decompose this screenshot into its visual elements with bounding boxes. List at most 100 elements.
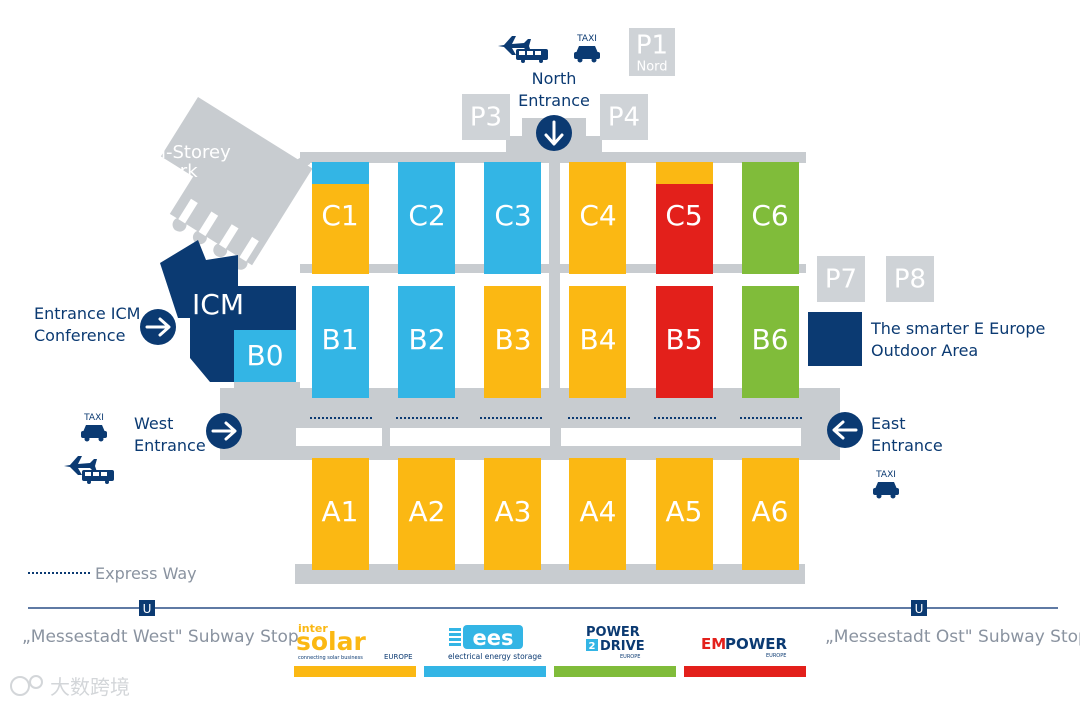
hall-c4-label: C4 <box>579 199 616 232</box>
hall-a4[interactable] <box>569 458 626 570</box>
hall-c6[interactable] <box>742 162 799 274</box>
hall-a3-label: A3 <box>495 495 532 528</box>
outdoor-label-line2: Outdoor Area <box>871 341 978 360</box>
subway-east-marker-label: U <box>915 602 924 616</box>
outdoor-area[interactable] <box>808 312 862 366</box>
hall-row-a <box>312 458 799 570</box>
west-entrance-arrow-icon[interactable] <box>206 413 242 449</box>
north-entrance-arrow-icon[interactable] <box>536 115 572 151</box>
power2drive-color-bar <box>554 666 676 677</box>
empower-logo-power: POWER <box>725 635 788 653</box>
plane-icon-west <box>64 456 97 475</box>
empower-logo-em: EM <box>701 635 726 653</box>
bus-icon <box>516 49 548 63</box>
express-way-legend-label: Express Way <box>95 564 197 583</box>
icm-building[interactable] <box>160 240 296 382</box>
taxi-label-east: TAXI <box>875 470 896 480</box>
east-entrance-arrow-icon[interactable] <box>827 412 863 448</box>
power2drive-logo-region: EUROPE <box>620 654 640 660</box>
car-park-label-line2: Car Park <box>122 161 198 182</box>
intersolar-logo-sub: connecting solar business <box>298 655 363 661</box>
hall-a3[interactable] <box>484 458 541 570</box>
hall-c1-label: C1 <box>321 199 358 232</box>
empower-logo-region: EUROPE <box>766 653 786 659</box>
hall-a2[interactable] <box>398 458 455 570</box>
hall-c6-label: C6 <box>751 199 788 232</box>
hall-b2-label: B2 <box>408 323 445 356</box>
plane-icon <box>498 36 531 55</box>
hall-a4-label: A4 <box>580 495 617 528</box>
ees-logo-main: ees <box>473 626 514 650</box>
hall-a2-label: A2 <box>409 495 446 528</box>
icm-entrance-line2: Conference <box>34 326 125 345</box>
taxi-icon-east: TAXI <box>873 470 899 499</box>
parking-p3-label: P3 <box>470 103 502 133</box>
parking-p8-label: P8 <box>894 265 926 295</box>
hall-b1-label: B1 <box>321 323 358 356</box>
north-entrance-line2: Entrance <box>518 91 590 110</box>
hall-b1[interactable] <box>312 286 369 398</box>
hall-b0-label: B0 <box>246 339 283 372</box>
hall-b0[interactable] <box>234 330 296 382</box>
taxi-label-west: TAXI <box>83 413 104 423</box>
hall-c3[interactable] <box>484 162 541 274</box>
walkways <box>220 118 840 584</box>
hall-b3-label: B3 <box>494 323 531 356</box>
hall-b6-label: B6 <box>751 323 788 356</box>
hall-a6-label: A6 <box>752 495 789 528</box>
north-entrance-line1: North <box>532 69 577 88</box>
hall-c5-label: C5 <box>665 199 702 232</box>
hall-b5-label: B5 <box>665 323 702 356</box>
parking-p7[interactable] <box>817 256 865 302</box>
power2drive-logo-line1: POWER <box>586 625 640 640</box>
east-entrance-line2: Entrance <box>871 436 943 455</box>
parking-p3[interactable] <box>462 94 510 140</box>
hall-c2-label: C2 <box>408 199 445 232</box>
power2drive-logo-line2: DRIVE <box>600 639 645 654</box>
subway-east-marker[interactable]: U <box>911 600 927 616</box>
taxi-icon-west: TAXI <box>81 413 107 442</box>
hall-a6[interactable] <box>742 458 799 570</box>
parking-p4-label: P4 <box>608 103 640 133</box>
subway-west-marker[interactable]: U <box>139 600 155 616</box>
subway-east-label: „Messestadt Ost" Subway Stop <box>825 627 1080 647</box>
outdoor-label-line1: The smarter E Europe <box>870 319 1045 338</box>
bus-icon-west <box>82 470 114 484</box>
hall-a5-label: A5 <box>666 495 703 528</box>
west-entrance-line2: Entrance <box>134 436 206 455</box>
ees-logo-sub: electrical energy storage <box>448 652 542 661</box>
hall-b2[interactable] <box>398 286 455 398</box>
hall-b6[interactable] <box>742 286 799 398</box>
hall-row-c <box>312 162 799 274</box>
icm-entrance-line1: Entrance ICM <box>34 304 140 323</box>
watermark: 大数跨境 <box>10 675 130 699</box>
empower-logo: EM POWER EUROPE <box>684 635 806 677</box>
multi-storey-car-park <box>160 97 313 270</box>
hall-c4[interactable] <box>569 162 626 274</box>
power2drive-logo: POWER 2 DRIVE EUROPE <box>554 625 676 677</box>
power2drive-logo-num: 2 <box>589 641 596 652</box>
icm-label: ICM <box>192 288 244 321</box>
icm-entrance-arrow-icon[interactable] <box>140 309 176 345</box>
parking-p1-label: P1 <box>636 31 668 61</box>
watermark-text: 大数跨境 <box>50 675 130 699</box>
parking-p7-label: P7 <box>825 265 857 295</box>
hall-c2[interactable] <box>398 162 455 274</box>
parking-p4[interactable] <box>600 94 648 140</box>
subway-west-marker-label: U <box>143 602 152 616</box>
intersolar-logo: inter solar connecting solar business EU… <box>294 622 416 677</box>
hall-b3[interactable] <box>484 286 541 398</box>
hall-b5[interactable] <box>656 286 713 398</box>
hall-row-b <box>234 286 799 398</box>
hall-b4-label: B4 <box>579 323 616 356</box>
parking-p1-sub: Nord <box>636 60 667 75</box>
west-entrance-line1: West <box>134 414 173 433</box>
parking-p1[interactable] <box>629 28 675 76</box>
east-entrance-line1: East <box>871 414 906 433</box>
parking-p8[interactable] <box>886 256 934 302</box>
taxi-label-north: TAXI <box>576 34 597 44</box>
hall-a1[interactable] <box>312 458 369 570</box>
hall-b4[interactable] <box>569 286 626 398</box>
hall-a5[interactable] <box>656 458 713 570</box>
